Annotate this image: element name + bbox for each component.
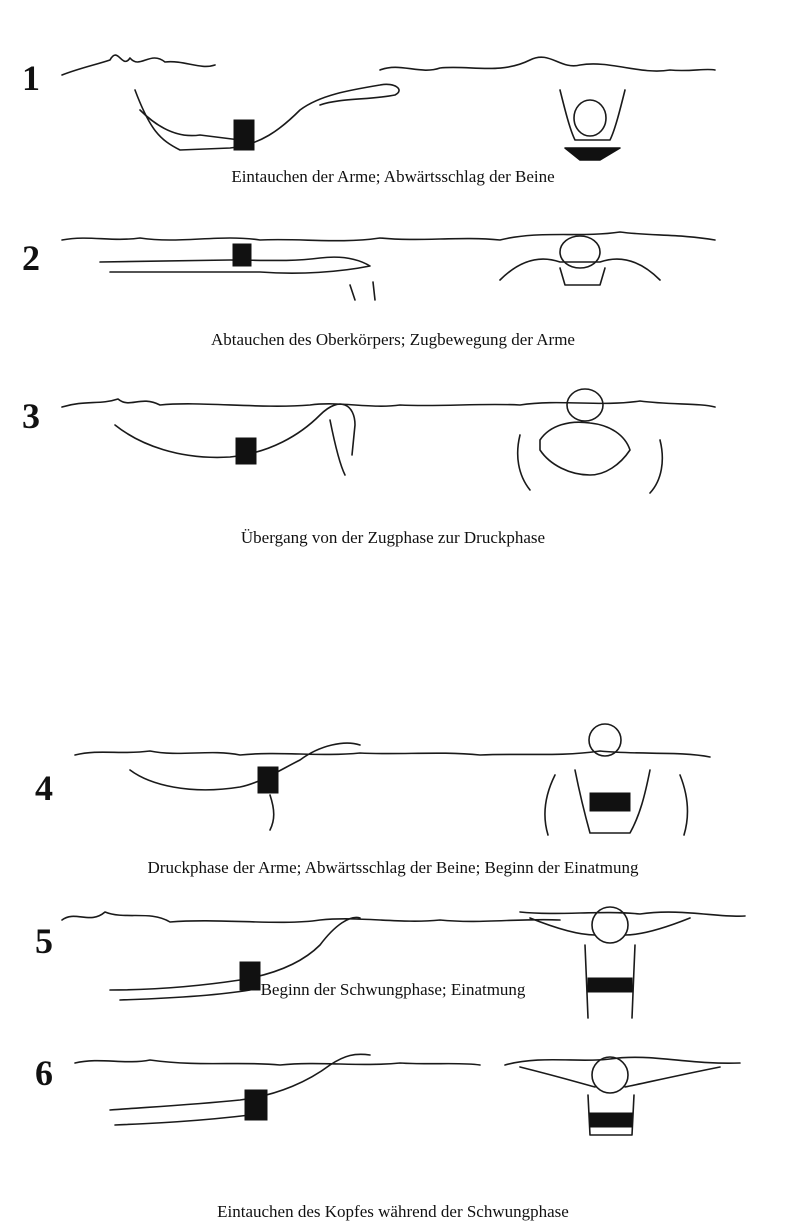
step-number: 4 bbox=[35, 770, 53, 806]
step-number: 6 bbox=[35, 1055, 53, 1091]
step-caption: Druckphase der Arme; Abwärtsschlag der B… bbox=[0, 858, 786, 878]
step-caption: Eintauchen des Kopfes während der Schwun… bbox=[0, 1202, 786, 1222]
step-caption: Übergang von der Zugphase zur Druckphase bbox=[0, 528, 786, 548]
step-number: 2 bbox=[22, 240, 40, 276]
step-1: 1 Eintauchen der Arme; Abwärtsschlag der… bbox=[0, 30, 786, 190]
step-caption: Beginn der Schwungphase; Einatmung bbox=[0, 980, 786, 1000]
swimmer-illustration-2 bbox=[0, 200, 786, 350]
step-2: 2 Abtauchen des Oberkörpers; Zugbewegung… bbox=[0, 200, 786, 350]
step-3: 3 Übergang von der Zugphase zur Druckpha… bbox=[0, 365, 786, 565]
step-number: 3 bbox=[22, 398, 40, 434]
step-caption: Abtauchen des Oberkörpers; Zugbewegung d… bbox=[0, 330, 786, 350]
step-number: 5 bbox=[35, 923, 53, 959]
swimmer-illustration-5 bbox=[0, 890, 786, 1030]
step-4: 4 Druckphase der Arme; Abwärtsschlag der… bbox=[0, 715, 786, 885]
step-6: 6 Eintauchen des Kopfes während der Schw… bbox=[0, 1035, 786, 1231]
swimmer-illustration-1 bbox=[0, 30, 786, 190]
step-5: 5 Beginn der Schwungphase; Einatmung bbox=[0, 890, 786, 1030]
step-number: 1 bbox=[22, 60, 40, 96]
step-caption: Eintauchen der Arme; Abwärtsschlag der B… bbox=[0, 167, 786, 187]
